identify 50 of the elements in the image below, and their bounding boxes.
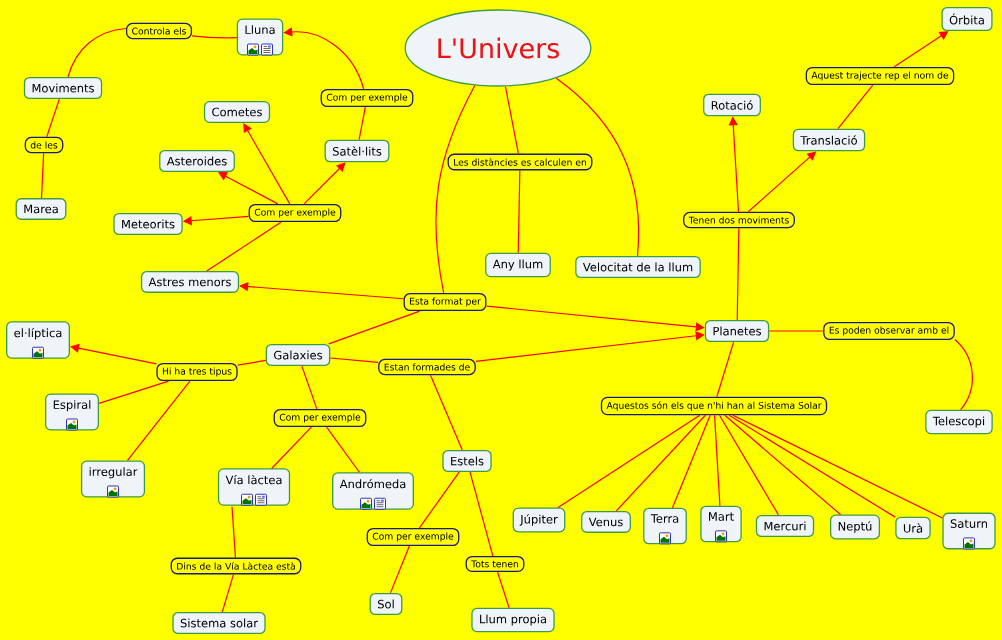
concept-box: Espiral <box>45 393 100 431</box>
linking-phrase-box: Aquestos són els que n'hi han al Sistema Solar <box>600 396 828 416</box>
concept-box: Asteroides <box>159 149 235 173</box>
concept-box: Moviments <box>23 76 103 100</box>
linking-phrase-box: Les distàncies es calculen en <box>447 153 593 171</box>
linking-phrase-box: Esta format per <box>403 292 487 312</box>
concept-box: Urà <box>895 516 931 540</box>
linking-phrase-box: Aquest trajecte rep el nom de <box>805 66 955 86</box>
connector-arrow <box>303 162 346 205</box>
concept-box: Any llum <box>485 252 551 278</box>
linking-phrase-box: Com per exemple <box>248 203 342 223</box>
concept-box: Venus <box>581 511 631 533</box>
concept-box: Planetes <box>704 319 770 343</box>
concept-box: Estels <box>442 449 492 473</box>
concept-box: Translació <box>792 128 866 152</box>
linking-phrase-box: de les <box>24 136 64 154</box>
concept-box: Sol <box>369 592 403 616</box>
concept-box: Telescopi <box>925 409 993 435</box>
concept-box: Saturn <box>942 512 996 550</box>
linking-phrase-box: Hi ha tres tipus <box>156 362 238 382</box>
linking-phrase-box: Dins de la Vía Làctea està <box>170 557 302 575</box>
concept-box: Llum propia <box>471 607 555 633</box>
connector-arrow <box>243 123 291 205</box>
concept-box: Neptú <box>829 514 881 540</box>
concept-box: Galaxies <box>265 343 331 367</box>
connector-arrow <box>70 343 157 365</box>
linking-phrase-box: Com per exemple <box>273 408 367 428</box>
connector-arrow <box>475 331 705 362</box>
linking-phrase-box: Estan formades de <box>378 358 476 376</box>
concept-box: Mercuri <box>755 514 815 538</box>
concept-box: Órbita <box>941 6 993 32</box>
concept-box: Meteorits <box>113 212 183 236</box>
connector-arrow <box>485 305 705 332</box>
linking-phrase-box: Controla els <box>125 22 193 40</box>
linking-phrase-box: Com per exemple <box>366 527 460 547</box>
concept-box: Cometes <box>203 101 271 123</box>
concept-box: Júpiter <box>512 507 566 533</box>
concept-box: Marea <box>15 198 67 220</box>
concept-box: el·líptica <box>6 321 70 359</box>
linking-phrase-box: Es poden observar amb el <box>823 321 955 341</box>
connector-arrow <box>893 31 949 68</box>
concept-box: Satèl·lits <box>324 139 390 163</box>
linking-phrase-box: Tenen dos moviments <box>683 211 795 229</box>
concept-box: Sistema solar <box>172 611 266 635</box>
concept-box: Velocitat de la llum <box>575 255 701 279</box>
concept-box: irregular <box>80 460 146 498</box>
linking-phrase-box: Tots tenen <box>465 555 525 573</box>
linking-phrase-box: Com per exemple <box>320 88 414 108</box>
concept-box: Rotació <box>703 93 761 117</box>
concept-box: Astres menors <box>140 271 240 293</box>
